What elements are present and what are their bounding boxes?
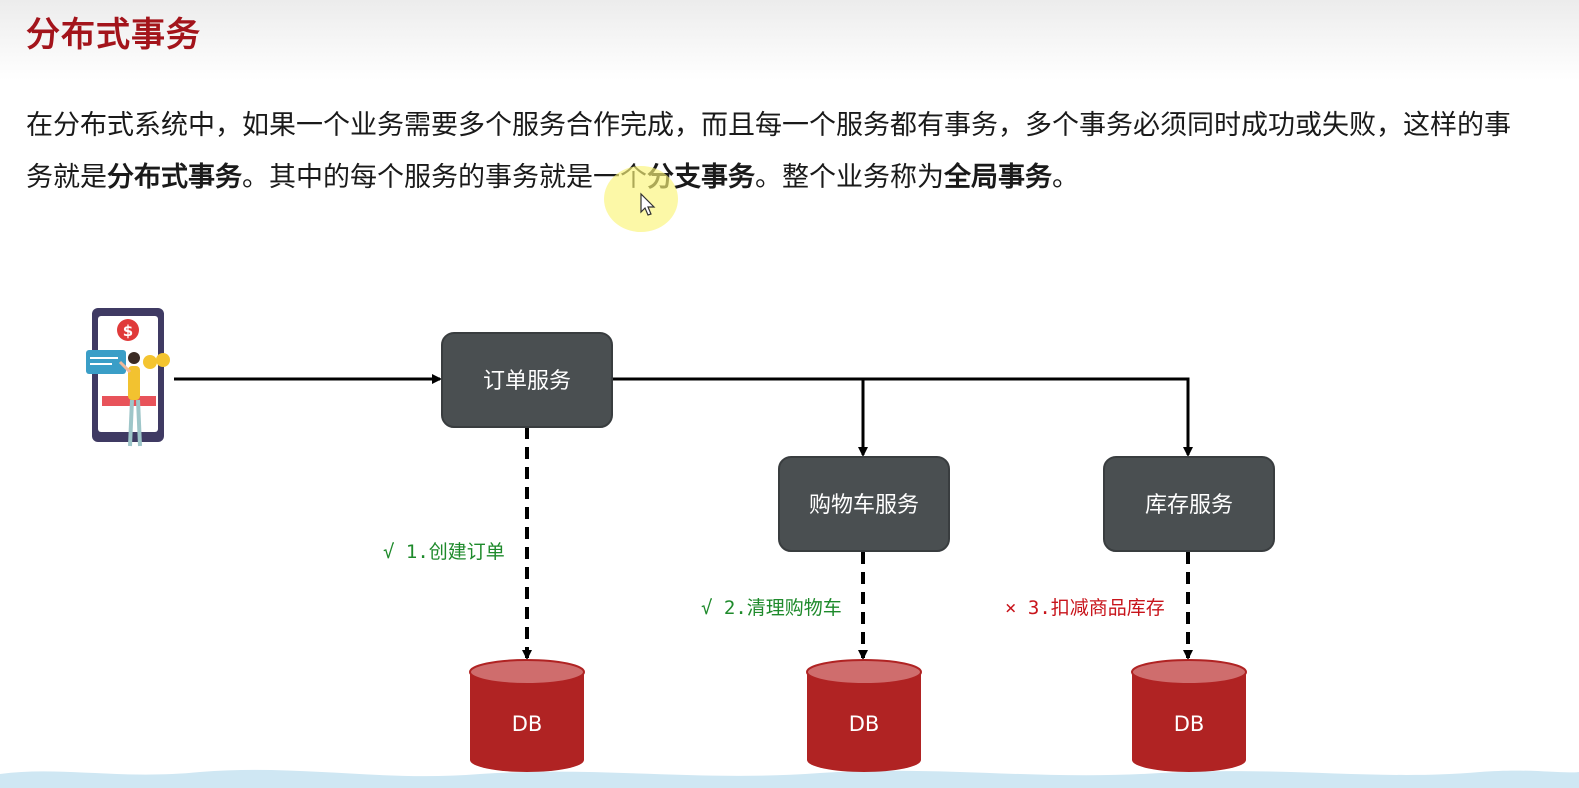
svg-text:$: $ bbox=[123, 322, 133, 340]
bottom-wave bbox=[0, 769, 1579, 788]
term-global-transaction: 全局事务 bbox=[944, 162, 1052, 193]
cart-service-label: 购物车服务 bbox=[809, 493, 919, 518]
cart-db-icon: DB bbox=[806, 659, 922, 772]
page-title: 分布式事务 bbox=[26, 15, 201, 55]
intro-paragraph: 在分布式系统中，如果一个业务需要多个服务合作完成，而且每一个服务都有事务，多个事… bbox=[26, 100, 1526, 204]
intro-text-1: 在分布式系统中，如果一个业务需要多个服务合作完成，而且每一个服务都有事务，多个事… bbox=[26, 110, 1511, 193]
stock-db-label: DB bbox=[1174, 712, 1205, 736]
intro-text-3: 。整个业务称为 bbox=[755, 162, 944, 193]
order-db-icon: DB bbox=[469, 659, 585, 772]
term-distributed-transaction: 分布式事务 bbox=[107, 162, 242, 193]
order-db-label: DB bbox=[512, 712, 543, 736]
intro-text-4: 。 bbox=[1052, 162, 1079, 193]
stock-service-box: 库存服务 bbox=[1103, 456, 1275, 552]
stock-db-icon: DB bbox=[1131, 659, 1247, 772]
step-2-label: √ 2.清理购物车 bbox=[701, 597, 842, 619]
order-service-label: 订单服务 bbox=[483, 369, 571, 394]
step-1-label: √ 1.创建订单 bbox=[383, 541, 505, 563]
cart-service-box: 购物车服务 bbox=[778, 456, 950, 552]
intro-text-2: 。其中的每个服务的事务就是一个 bbox=[242, 162, 647, 193]
stock-service-label: 库存服务 bbox=[1145, 493, 1233, 518]
cart-db-label: DB bbox=[849, 712, 880, 736]
step-3-label: × 3.扣减商品库存 bbox=[1005, 597, 1165, 619]
header-band bbox=[0, 0, 1579, 80]
user-phone-icon: $ bbox=[86, 308, 170, 447]
order-to-stock-line bbox=[612, 377, 1193, 457]
order-service-box: 订单服务 bbox=[441, 332, 613, 428]
mouse-cursor-icon bbox=[640, 192, 656, 216]
